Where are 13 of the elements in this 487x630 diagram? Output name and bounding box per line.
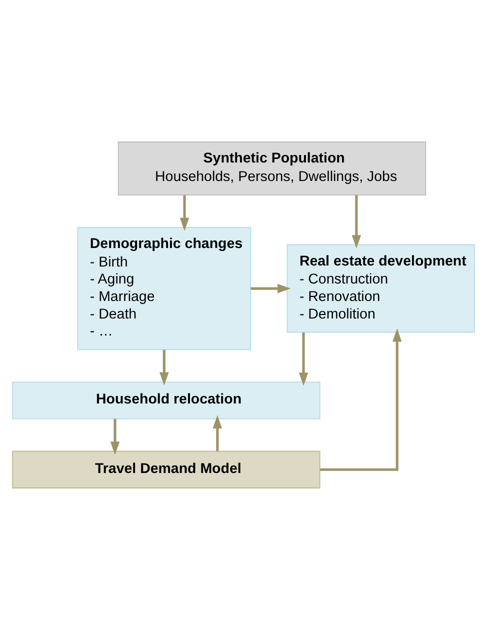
arrow [110,418,120,455]
node-box: Real estate development - Construction - Renovation - Demolition [286,244,475,333]
node-box: Household relocation [12,382,320,420]
arrow [160,350,169,386]
node-box: Travel Demand Model [12,450,320,488]
arrow [180,195,190,231]
arrow [250,284,291,294]
node-box: Demographic changes - Birth - Aging - Marriage - Death - … [77,227,252,350]
arrow [298,332,308,386]
arrow [352,195,362,248]
arrow [212,415,222,452]
node-box: Synthetic Population Households, Persons, Dwellings, Jobs [118,142,426,196]
arrow [320,328,402,471]
